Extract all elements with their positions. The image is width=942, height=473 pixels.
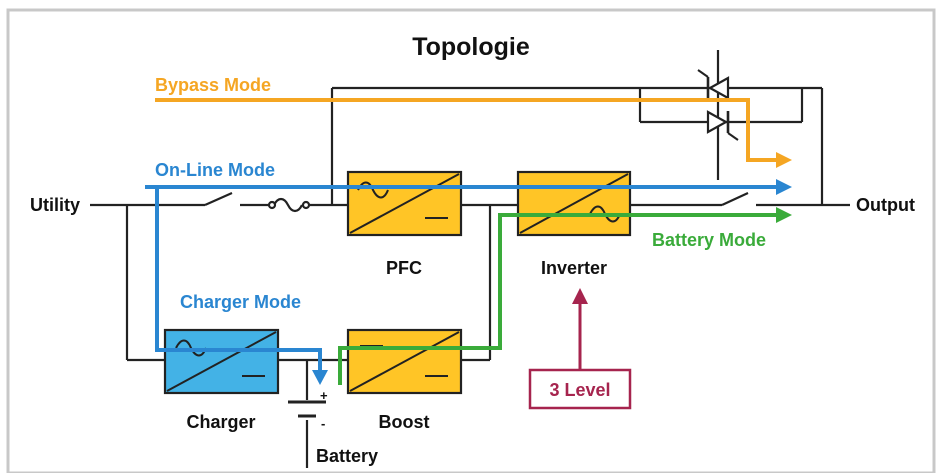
three-level-arrow — [572, 288, 588, 370]
charger-label: Charger — [186, 412, 255, 432]
inverter-block — [516, 170, 632, 237]
diagram-frame — [6, 8, 936, 473]
battery-mode-label: Battery Mode — [652, 230, 766, 250]
battery-mode-path — [338, 207, 792, 385]
boost-block — [346, 328, 463, 395]
boost-label: Boost — [379, 412, 430, 432]
online-mode-label: On-Line Mode — [155, 160, 275, 180]
thyristor-top-icon — [697, 69, 730, 100]
inverter-label: Inverter — [541, 258, 607, 278]
pfc-label: PFC — [386, 258, 422, 278]
thyristor-bottom-icon — [706, 110, 739, 141]
three-level-callout-box — [528, 368, 632, 410]
battery-label: Battery — [316, 446, 378, 466]
online-mode-path — [145, 179, 792, 195]
battery-plus-sign: + — [320, 388, 328, 403]
battery-symbol-icon — [288, 400, 326, 418]
battery-minus-sign: - — [321, 416, 325, 431]
bypass-mode-path — [155, 98, 792, 168]
three-level-label: 3 Level — [549, 380, 610, 400]
charger-mode-path — [155, 187, 328, 385]
pfc-block — [346, 170, 463, 237]
output-label: Output — [856, 195, 915, 215]
bypass-mode-label: Bypass Mode — [155, 75, 271, 95]
charger-mode-label: Charger Mode — [180, 292, 301, 312]
utility-label: Utility — [30, 195, 80, 215]
diagram-title: Topologie — [412, 33, 530, 61]
wiring — [90, 50, 850, 468]
charger-block — [163, 328, 280, 395]
